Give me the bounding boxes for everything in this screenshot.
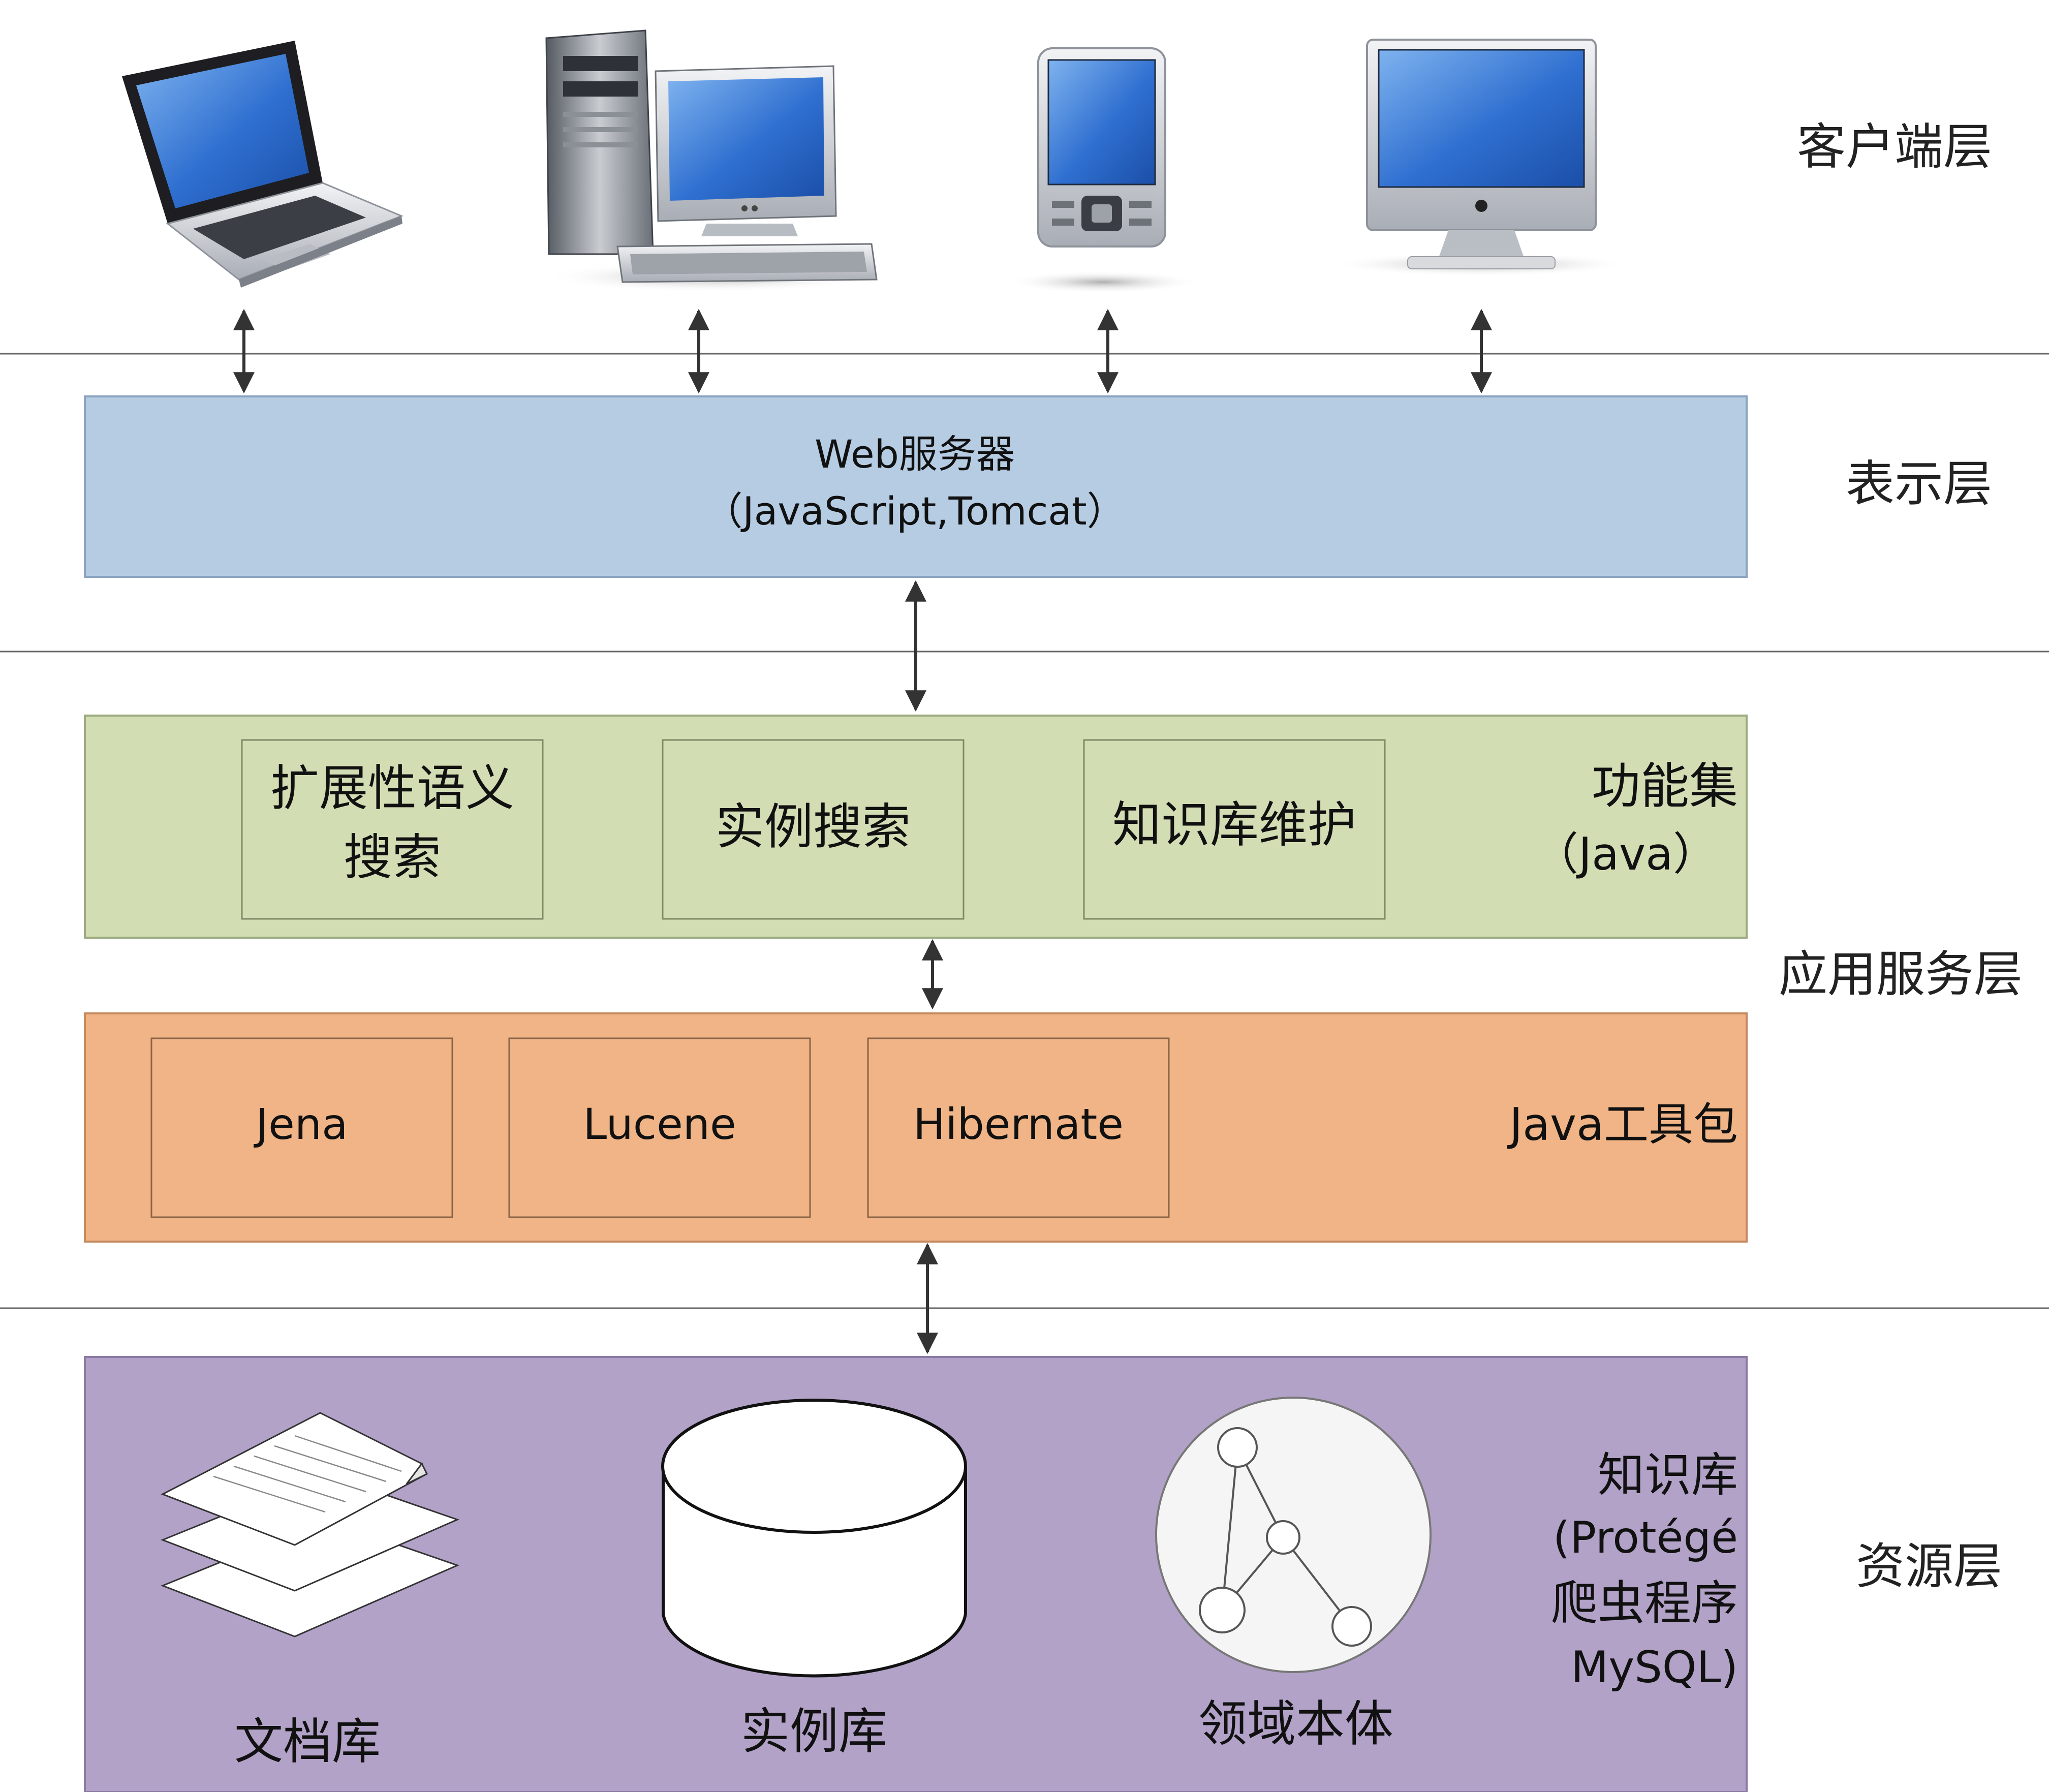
java-tool-box-1	[150, 1037, 453, 1218]
kb-label-line4: MySQL)	[1571, 1642, 1738, 1693]
function-item-kb-maintenance: 知识库维护	[1112, 796, 1356, 853]
mobile-phone-icon	[1006, 47, 1199, 293]
document-library-icon	[160, 1412, 460, 1637]
function-set-language: （Java）	[1534, 828, 1718, 880]
java-tool-box-2	[508, 1037, 811, 1218]
database-icon	[661, 1399, 967, 1678]
kb-label-line1: 知识库	[1597, 1448, 1738, 1502]
java-tool-lucene: Lucene	[583, 1099, 736, 1149]
java-tool-hibernate: Hibernate	[913, 1099, 1124, 1149]
resource-item-instances: 实例库	[741, 1703, 887, 1760]
ontology-graph-icon	[1155, 1397, 1432, 1673]
java-tool-jena: Jena	[256, 1099, 348, 1149]
layer-label-app-service: 应用服务层	[1779, 946, 2023, 1003]
java-tools-label: Java工具包	[1509, 1098, 1738, 1151]
resource-item-ontology: 领域本体	[1198, 1695, 1393, 1752]
function-item-box-1	[241, 739, 544, 920]
monitor-icon	[1329, 39, 1634, 276]
kb-label-line3: 爬虫程序	[1550, 1576, 1738, 1630]
function-item-box-3	[1083, 739, 1386, 920]
function-set-label: 功能集	[1592, 758, 1738, 815]
function-item-instance-search: 实例搜索	[716, 798, 911, 855]
function-item-semantic-search-line1: 扩展性语义	[270, 760, 514, 817]
layer-label-resource: 资源层	[1856, 1538, 2002, 1595]
resource-item-documents: 文档库	[234, 1713, 381, 1770]
layer-label-presentation: 表示层	[1846, 455, 1992, 512]
desktop-computer-icon	[544, 29, 879, 292]
kb-label-line2: (Protégé	[1553, 1512, 1738, 1563]
web-server-technologies: （JavaScript,Tomcat）	[704, 488, 1126, 534]
laptop-icon	[122, 41, 403, 288]
function-item-semantic-search-line2: 搜索	[344, 829, 441, 886]
web-server-title: Web服务器	[815, 431, 1015, 477]
java-tool-box-3	[867, 1037, 1170, 1218]
function-item-box-2	[662, 739, 965, 920]
presentation-layer-box	[84, 395, 1748, 578]
layer-label-client: 客户端层	[1797, 118, 1992, 175]
